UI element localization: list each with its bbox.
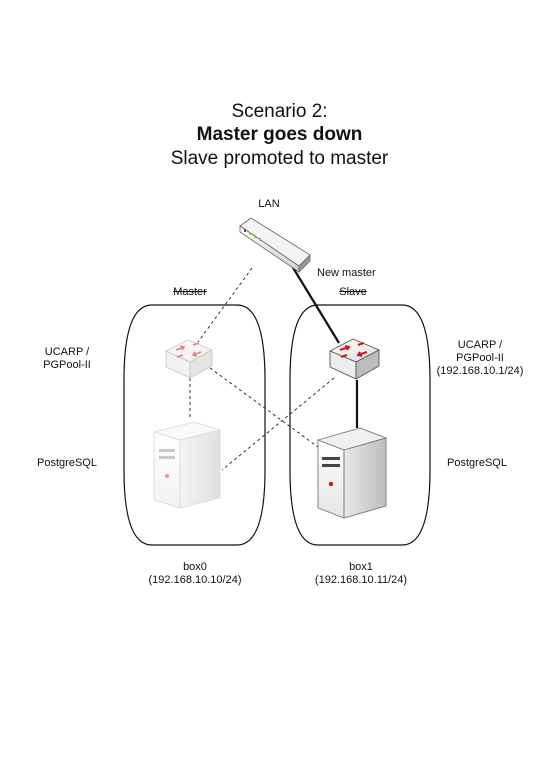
dashed-links bbox=[189, 267, 335, 471]
title-line3: Slave promoted to master bbox=[170, 148, 389, 169]
box0-server-icon bbox=[152, 421, 222, 509]
box1-ucarp-label-line3: (192.168.10.1/24) bbox=[436, 365, 524, 377]
active-links bbox=[291, 265, 359, 428]
title-line2: Master goes down bbox=[196, 124, 363, 145]
box1-server-icon bbox=[316, 427, 388, 519]
box1-ucarp-label-line1: UCARP / bbox=[457, 339, 503, 351]
box0-role-label: Master bbox=[173, 286, 207, 298]
box1-switch-icon bbox=[328, 338, 381, 380]
box0-switch-to-box1-db-link bbox=[209, 367, 319, 448]
box1-ucarp-label-line2: PGPool-II bbox=[456, 352, 504, 364]
lan-switch-icon bbox=[239, 217, 311, 273]
box1-name: box1 bbox=[349, 561, 373, 573]
box1-postgres-label: PostgreSQL bbox=[447, 457, 507, 469]
box0-outline bbox=[123, 304, 266, 546]
box1-ucarp-label: UCARP / PGPool-II (192.168.10.1/24) bbox=[430, 339, 530, 378]
box1-address: (192.168.10.11/24) bbox=[314, 574, 408, 586]
box0-ucarp-label-line1: UCARP / bbox=[44, 346, 90, 358]
lan-label: LAN bbox=[258, 198, 280, 210]
box1-role-label: Slave bbox=[339, 286, 367, 298]
box1-caption: box1 (192.168.10.11/24) bbox=[286, 561, 436, 587]
box1-outline bbox=[289, 304, 431, 546]
box0-name: box0 bbox=[183, 561, 207, 573]
box0-caption: box0 (192.168.10.10/24) bbox=[120, 561, 270, 587]
box1-switch-to-box0-db-link bbox=[221, 377, 335, 471]
new-master-label: New master bbox=[317, 267, 376, 279]
lan-to-box1-switch-link bbox=[291, 265, 340, 344]
box0-postgres-label: PostgreSQL bbox=[37, 457, 97, 469]
title-line1: Scenario 2: bbox=[231, 101, 328, 122]
box0-address: (192.168.10.10/24) bbox=[148, 574, 242, 586]
box0-ucarp-label-line2: PGPool-II bbox=[43, 359, 91, 371]
box0-switch-icon bbox=[165, 339, 213, 379]
box0-ucarp-label: UCARP / PGPool-II bbox=[32, 346, 102, 372]
